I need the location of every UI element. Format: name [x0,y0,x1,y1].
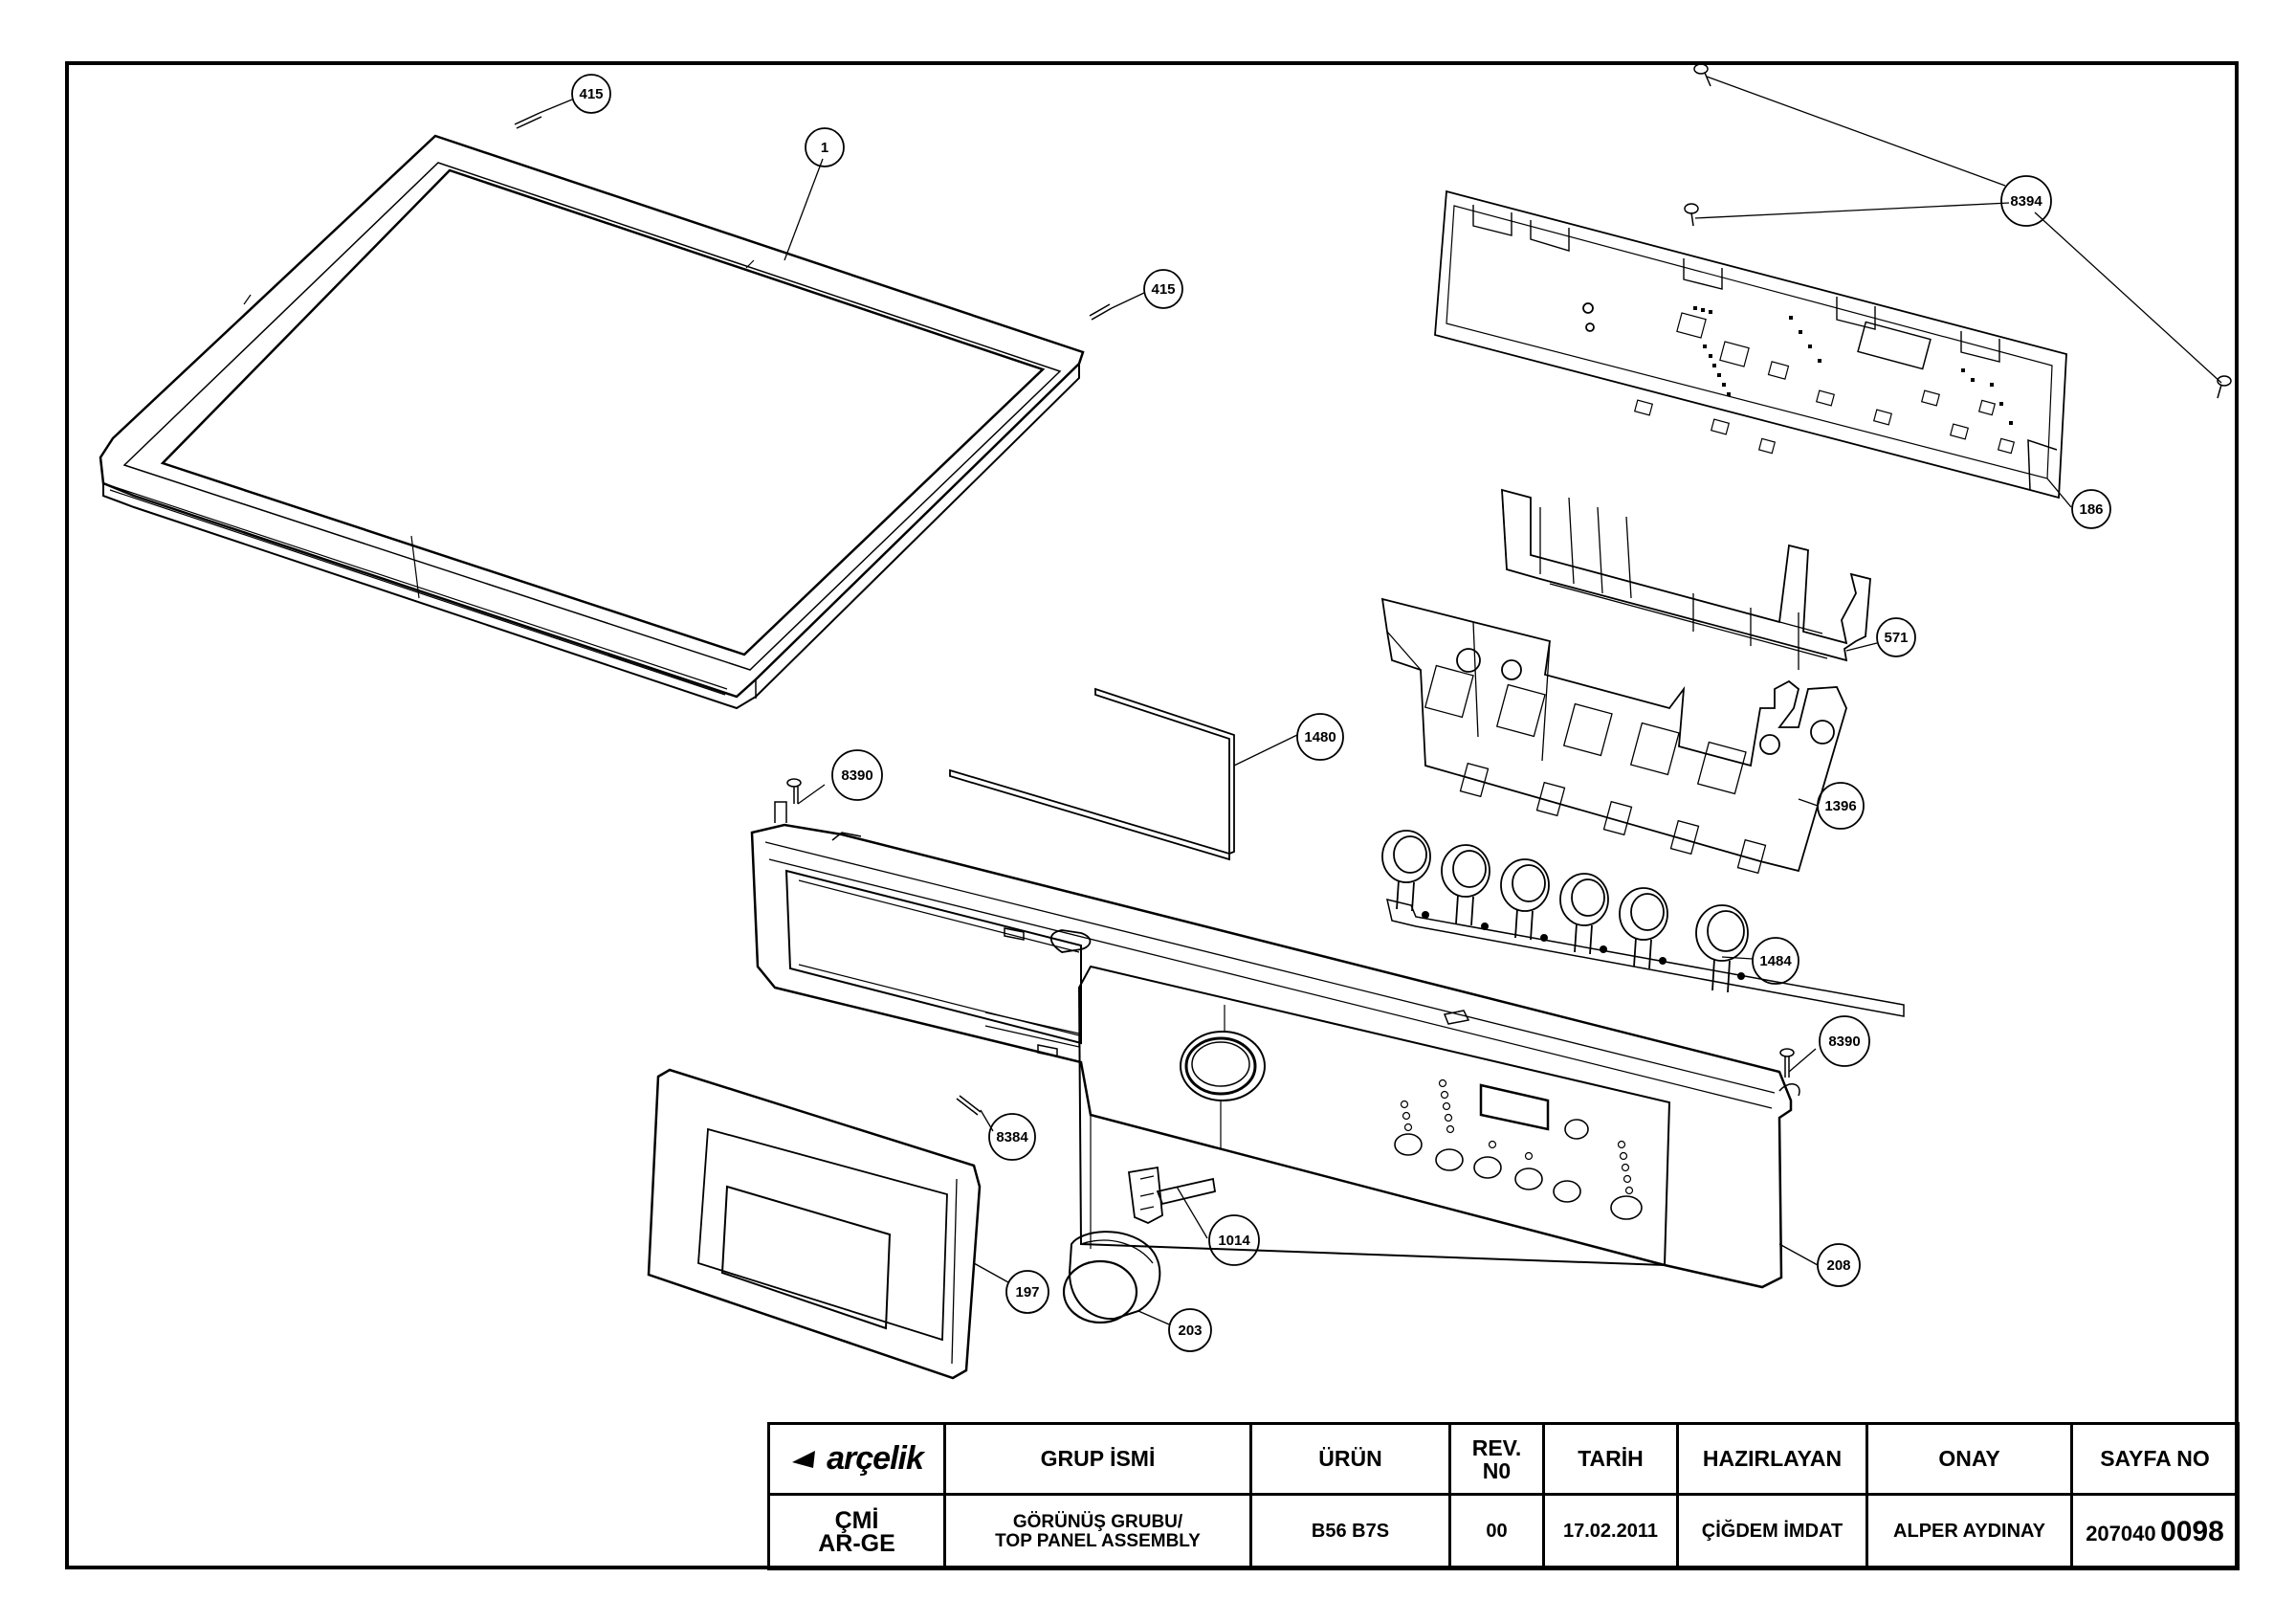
callout-203: 203 [1168,1308,1212,1352]
date-value: 17.02.2011 [1542,1493,1679,1570]
header-rev: REV. N0 [1448,1422,1545,1496]
department-line2: AR-GE [818,1529,895,1557]
svg-text:1484: 1484 [1759,953,1792,969]
svg-text:8384: 8384 [996,1129,1028,1145]
svg-text:8394: 8394 [2010,193,2042,210]
prepared-by-value: ÇİĞDEM İMDAT [1676,1493,1868,1570]
header-rev-line1: REV. [1471,1434,1522,1460]
knob-203 [1062,1231,1161,1324]
svg-text:1: 1 [821,140,828,156]
callout-415-top-left: 415 [571,74,611,114]
callout-571: 571 [1876,617,1916,657]
svg-text:197: 197 [1015,1284,1039,1301]
callout-8394: 8394 [2000,175,2052,227]
group-name-line2: TOP PANEL ASSEMBLY [995,1530,1201,1551]
drawer-handle-197 [647,1068,982,1380]
callout-415-right: 415 [1143,269,1183,309]
svg-text:1396: 1396 [1824,798,1856,814]
callout-8390-right: 8390 [1819,1015,1870,1067]
svg-text:208: 208 [1826,1257,1850,1274]
callout-8390-left: 8390 [831,749,883,801]
group-name-line1: GÖRÜNÜŞ GRUBU/ [1012,1511,1183,1532]
svg-text:415: 415 [579,86,603,102]
header-rev-line2: N0 [1482,1457,1512,1483]
header-page-no: SAYFA NO [2070,1422,2240,1496]
callout-1396: 1396 [1817,782,1865,830]
control-panel-208 [750,801,1800,1289]
callout-1484: 1484 [1752,937,1799,985]
page-no-number: 0098 [2160,1515,2224,1547]
callout-1: 1 [805,127,845,167]
rev-value: 00 [1448,1493,1545,1570]
rod-1480 [949,687,1235,861]
button-holder-1396 [1380,597,1847,875]
screws [514,63,2232,1116]
product-value: B56 B7S [1249,1493,1451,1570]
callout-208: 208 [1817,1243,1861,1287]
logo-cell: arçelik [767,1422,946,1496]
svg-text:8390: 8390 [1828,1034,1860,1050]
shaft-1014 [1127,1166,1217,1224]
push-buttons-1484 [1381,830,1905,1017]
svg-text:571: 571 [1884,630,1908,646]
svg-text:415: 415 [1151,281,1175,298]
svg-text:186: 186 [2079,501,2103,518]
svg-text:8390: 8390 [841,767,872,784]
group-name-value: GÖRÜNÜŞ GRUBU/ TOP PANEL ASSEMBLY [943,1493,1252,1570]
page-no-value: 207040 0098 [2070,1493,2240,1570]
department-line1: ÇMİ [834,1506,879,1534]
header-date: TARİH [1542,1422,1679,1496]
top-lid [99,134,1085,710]
title-block: arçelik GRUP İSMİ ÜRÜN REV. N0 TARİH HAZ… [767,1422,2240,1570]
callout-1480: 1480 [1296,713,1344,761]
department: ÇMİ AR-GE [767,1493,946,1570]
leader-lines [539,76,2222,1325]
svg-text:1014: 1014 [1218,1233,1250,1249]
header-product: ÜRÜN [1249,1422,1451,1496]
callout-186: 186 [2071,489,2111,529]
svg-text:203: 203 [1178,1323,1202,1339]
logo-text: arçelik [827,1440,924,1477]
button-holder-571 [1501,488,1871,670]
approval-value: ALPER AYDINAY [1866,1493,2073,1570]
header-approval: ONAY [1866,1422,2073,1496]
header-group-name: GRUP İSMİ [943,1422,1252,1496]
svg-text:1480: 1480 [1304,729,1336,745]
callout-8384: 8384 [988,1113,1036,1161]
callouts: 415 1 415 8394 186 571 1480 1396 [571,74,2111,1352]
arcelik-logo-mark-icon [792,1450,816,1468]
callout-197: 197 [1005,1270,1049,1314]
page-no-prefix: 207040 [2086,1521,2156,1545]
pcb-board [1434,189,2067,500]
header-prepared-by: HAZIRLAYAN [1676,1422,1868,1496]
callout-1014: 1014 [1208,1214,1260,1266]
